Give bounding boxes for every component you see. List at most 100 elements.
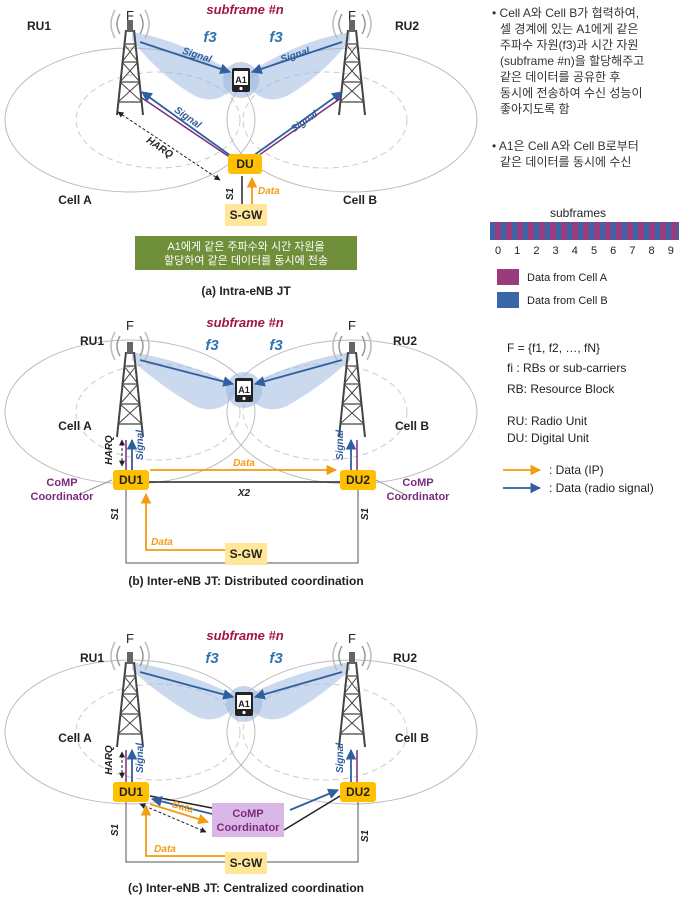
freq-label: f3: [205, 337, 219, 354]
s1-link: [125, 802, 225, 863]
harq-label: HARQ: [104, 435, 115, 465]
ru1-label: RU1: [80, 334, 104, 348]
coordinator-label: Coordinator: [31, 491, 95, 503]
note-line: • A1은 Cell A와 Cell B로부터: [492, 139, 639, 153]
freq-label: f3: [269, 337, 283, 354]
subframe-label: subframe #n: [206, 2, 283, 17]
subframe-index: 7: [629, 245, 635, 257]
coordinator-label: CoMP: [232, 808, 263, 820]
note-bullet-1: • Cell A와 Cell B가 협력하여, 셀 경계에 있는 A1에게 같은…: [492, 5, 678, 117]
caption-c: (c) Inter-eNB JT: Centralized coordinati…: [128, 881, 364, 895]
coordinator-label: CoMP: [46, 477, 77, 489]
du-box: [228, 154, 262, 174]
harq-arrow: [117, 111, 221, 181]
du2-label: DU2: [346, 473, 370, 487]
freq-label: f3: [205, 650, 219, 667]
s1-label: S1: [360, 507, 371, 520]
signal-arrow: [139, 41, 232, 75]
cell-b-inner: [242, 71, 408, 169]
du2-label: DU2: [346, 785, 370, 799]
ru2-label: RU2: [393, 651, 417, 665]
note-line: 동시에 전송하여 수신 성능이: [500, 86, 643, 100]
beam-left: [132, 352, 240, 410]
note-line: 주파수 자원(f3)과 시간 자원: [500, 38, 639, 52]
freq-label: f3: [269, 29, 283, 46]
subframe-index: 1: [514, 245, 520, 257]
signal-arrow: [253, 359, 343, 387]
def-fi: fi : RBs or sub-carriers: [507, 361, 626, 375]
signal-label: Signal: [335, 430, 346, 460]
ru2-label: RU2: [393, 334, 417, 348]
ue-label: A1: [238, 385, 250, 395]
du2-box: [340, 782, 376, 802]
s1-label: S1: [360, 829, 371, 842]
signal-arrow: [139, 359, 235, 387]
caption-a: (a) Intra-eNB JT: [201, 284, 291, 298]
legend-swatch-cell-a: [497, 269, 519, 285]
coordinator-box: [212, 803, 284, 837]
data-label: Data: [233, 458, 255, 469]
tower-icon: [110, 331, 150, 438]
subframe-index: 6: [610, 245, 616, 257]
ru1-label: RU1: [27, 19, 51, 33]
ru2-label: RU2: [395, 19, 419, 33]
coordinator-label: Coordinator: [217, 822, 281, 834]
note-line: 셀 경계에 있는 A1에게 같은: [500, 22, 639, 36]
signal-label: Signal: [135, 430, 146, 460]
note-line: 좋아지도록 함: [500, 102, 570, 116]
du1-box: [113, 470, 149, 490]
cell-a-boundary: [4, 339, 256, 485]
signal-arrow: [253, 671, 343, 700]
s1-link: [267, 802, 359, 863]
link-line: [251, 97, 342, 161]
note-bullet-2: • A1은 Cell A와 Cell B로부터 같은 데이터를 동시에 수신: [492, 138, 678, 170]
tower-label: F: [126, 8, 134, 23]
def-f-set: F = {f1, f2, …, fN}: [507, 341, 600, 355]
tower-label: F: [348, 631, 356, 646]
tower-icon: [110, 641, 150, 748]
s1-label: S1: [110, 507, 121, 520]
ue-label: A1: [235, 75, 247, 85]
note-line: 같은 데이터를 동시에 수신: [500, 155, 632, 169]
data-label: Data: [154, 844, 176, 855]
data-label: Data: [151, 537, 173, 548]
coordinator-label: CoMP: [402, 477, 433, 489]
data-arrow: [140, 804, 225, 857]
banner: [135, 236, 357, 270]
def-du: DU: Digital Unit: [507, 431, 590, 445]
cell-b-boundary: [226, 47, 478, 193]
subframe-label: subframe #n: [206, 628, 283, 643]
cell-b-label: Cell B: [395, 419, 429, 433]
sgw-box: [225, 204, 267, 226]
link-line: [283, 795, 341, 831]
link-line: [79, 479, 113, 495]
tower-label: F: [348, 8, 356, 23]
subframe-index: 8: [649, 245, 655, 257]
s1-label: S1: [225, 187, 236, 200]
signal-arrow: [289, 788, 339, 811]
cell-b-label: Cell B: [343, 193, 377, 207]
tower-label: F: [126, 631, 134, 646]
sgw-box: [225, 852, 267, 874]
freq-label: f3: [269, 650, 283, 667]
ue-label: A1: [238, 699, 250, 709]
cell-a-label: Cell A: [58, 193, 92, 207]
subframe-index: 0: [495, 245, 501, 257]
definitions: F = {f1, f2, …, fN} fi : RBs or sub-carr…: [503, 341, 654, 495]
tower-icon: [332, 331, 372, 438]
panel-b: F F RU1 RU2 subframe #n f3 f3 A1 HARQ Si…: [4, 315, 478, 588]
panel-c: F F RU1 RU2 subframe #n f3 f3 A1 HARQ Si…: [4, 628, 478, 895]
def-rb: RB: Resource Block: [507, 382, 615, 396]
link-line: [375, 479, 405, 495]
banner-line: 할당하여 같은 데이터를 동시에 전송: [164, 253, 328, 267]
cell-a-boundary: [4, 47, 256, 193]
beam-left: [132, 662, 240, 720]
s1-label: S1: [110, 823, 121, 836]
note-line: • Cell A와 Cell B가 협력하여,: [492, 6, 640, 20]
subframe-label: subframe #n: [206, 315, 283, 330]
sgw-label: S-GW: [230, 856, 263, 870]
panel-a: F F RU1 RU2 subframe #n f3 f3 A1 Signal …: [4, 2, 478, 298]
subframe-index: 9: [668, 245, 674, 257]
